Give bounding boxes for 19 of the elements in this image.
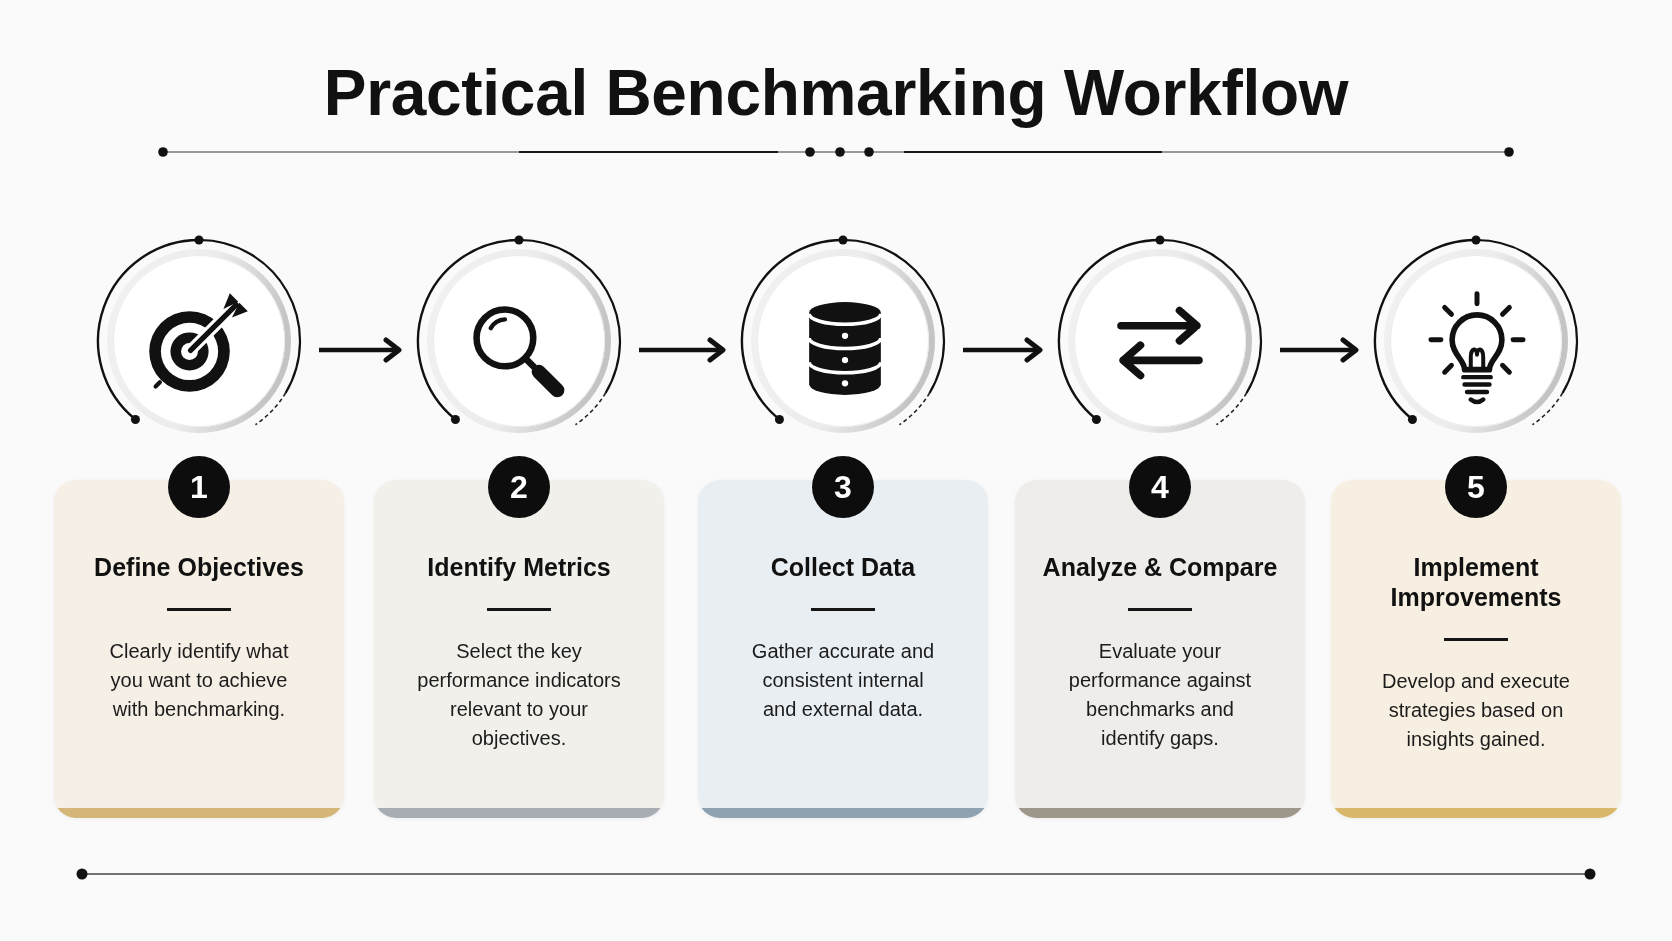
step-description: Develop and execute strategies based on insights gained. xyxy=(1382,670,1570,750)
arrow xyxy=(963,337,1043,363)
step-title: Identify Metrics xyxy=(427,553,611,581)
number-badge: 4 xyxy=(1129,456,1191,518)
arrow xyxy=(319,337,402,363)
arrow xyxy=(1280,337,1359,363)
arrow xyxy=(639,337,726,363)
step-description: Select the key performance indicators relevant to your objectives. xyxy=(417,640,621,749)
step-title: Collect Data xyxy=(770,553,916,581)
step-title: Analyze & Compare xyxy=(1042,553,1278,581)
number-badge: 1 xyxy=(168,456,230,518)
step-description: Gather accurate and consistent internal and external data. xyxy=(751,640,935,720)
step-description: Evaluate your performance against benchmarks and identify gaps. xyxy=(1068,640,1252,749)
step-title: Define Objectives xyxy=(94,553,304,581)
step-description: Clearly identify what you want to achieve with benchmarking. xyxy=(109,640,289,720)
step-title: Implement Improvements xyxy=(1390,553,1562,611)
number-badge: 5 xyxy=(1445,456,1507,518)
number-badge: 3 xyxy=(812,456,874,518)
number-badge: 2 xyxy=(488,456,550,518)
